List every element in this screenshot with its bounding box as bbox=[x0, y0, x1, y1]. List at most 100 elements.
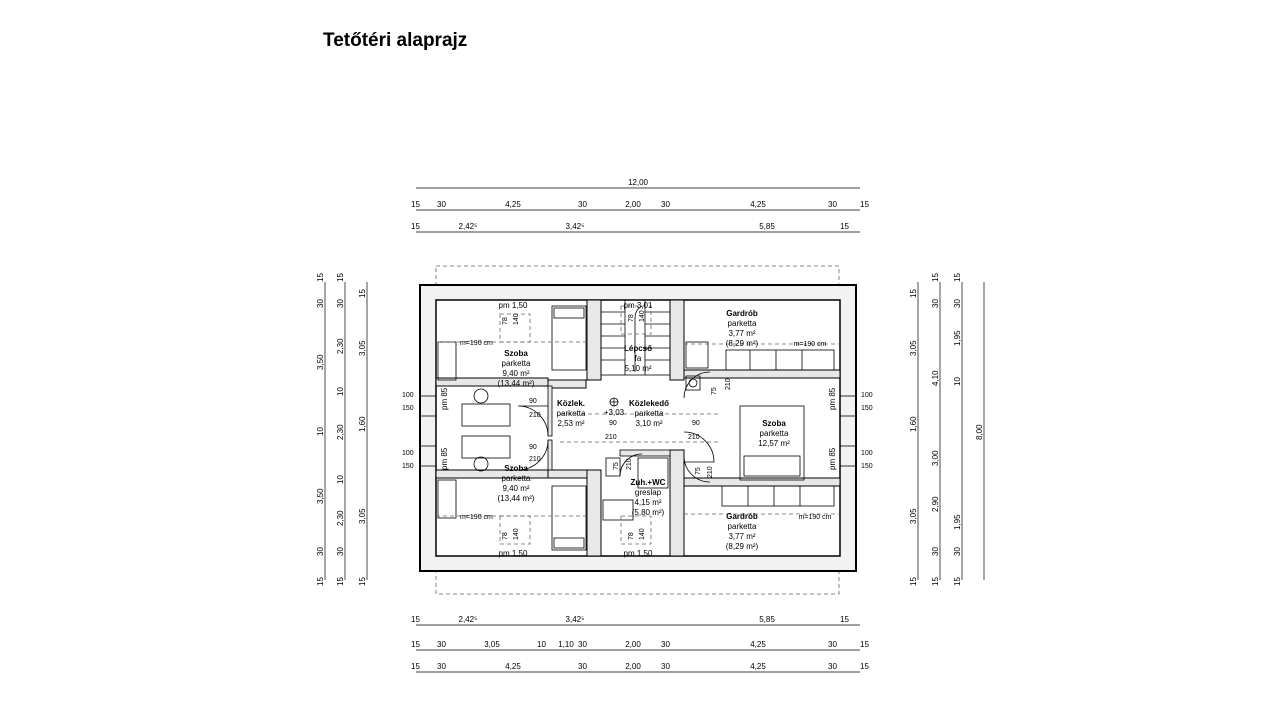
svg-text:parketta: parketta bbox=[760, 429, 789, 438]
svg-text:15: 15 bbox=[909, 289, 918, 298]
svg-text:15: 15 bbox=[953, 273, 962, 282]
interior-walls bbox=[435, 299, 841, 557]
svg-text:parketta: parketta bbox=[728, 522, 757, 531]
svg-text:parketta: parketta bbox=[635, 409, 664, 418]
svg-text:1,10: 1,10 bbox=[558, 640, 574, 649]
svg-text:30: 30 bbox=[828, 662, 837, 671]
svg-text:3,77 m²: 3,77 m² bbox=[728, 329, 755, 338]
svg-text:(8,29 m²): (8,29 m²) bbox=[726, 339, 759, 348]
svg-text:140: 140 bbox=[513, 313, 520, 325]
svg-text:pm 1,50: pm 1,50 bbox=[499, 301, 528, 310]
room-szoba-right: Szoba parketta 12,57 m² pm 85 pm 85 bbox=[758, 387, 837, 470]
svg-text:2,00: 2,00 bbox=[625, 640, 641, 649]
room-zuh-wc: Zuh.+WC greslap 4,15 m² (5,80 m²) pm 1,5… bbox=[624, 478, 666, 558]
room-kozlek: Közlek. parketta 2,53 m² bbox=[557, 399, 586, 428]
svg-text:2,42⁵: 2,42⁵ bbox=[459, 615, 478, 624]
inner-wall-line bbox=[435, 299, 841, 557]
svg-text:Szoba: Szoba bbox=[504, 464, 528, 473]
svg-text:Zuh.+WC: Zuh.+WC bbox=[631, 478, 666, 487]
svg-text:78: 78 bbox=[502, 317, 509, 325]
svg-text:78: 78 bbox=[502, 532, 509, 540]
svg-text:1,95: 1,95 bbox=[953, 330, 962, 346]
svg-text:90: 90 bbox=[609, 420, 617, 427]
svg-text:3,50: 3,50 bbox=[316, 488, 325, 504]
svg-text:3,05: 3,05 bbox=[358, 340, 367, 356]
svg-text:150: 150 bbox=[402, 405, 414, 412]
level-marker-icon bbox=[609, 397, 619, 407]
svg-text:100: 100 bbox=[402, 392, 414, 399]
svg-text:Szoba: Szoba bbox=[504, 349, 528, 358]
dim-right: 15 3,05 1,60 3,05 15 15 30 4,10 3,00 2,9… bbox=[909, 273, 984, 586]
svg-text:2,90: 2,90 bbox=[931, 496, 940, 512]
svg-text:15: 15 bbox=[411, 222, 420, 231]
svg-text:5,10 m²: 5,10 m² bbox=[624, 364, 651, 373]
svg-text:15: 15 bbox=[931, 577, 940, 586]
svg-text:210: 210 bbox=[529, 456, 541, 463]
svg-text:75: 75 bbox=[695, 467, 702, 475]
svg-text:3,05: 3,05 bbox=[484, 640, 500, 649]
svg-text:15: 15 bbox=[336, 577, 345, 586]
svg-text:12,00: 12,00 bbox=[628, 178, 649, 187]
svg-text:3,10 m²: 3,10 m² bbox=[635, 419, 662, 428]
svg-text:4,25: 4,25 bbox=[505, 662, 521, 671]
svg-text:210: 210 bbox=[725, 378, 732, 390]
svg-text:pm 85: pm 85 bbox=[440, 447, 449, 470]
svg-text:3,42⁵: 3,42⁵ bbox=[566, 615, 585, 624]
svg-text:pm 85: pm 85 bbox=[440, 387, 449, 410]
svg-text:+3,03: +3,03 bbox=[604, 408, 625, 417]
svg-text:3,42⁵: 3,42⁵ bbox=[566, 222, 585, 231]
svg-text:parketta: parketta bbox=[728, 319, 757, 328]
svg-text:2,42⁵: 2,42⁵ bbox=[459, 222, 478, 231]
svg-text:30: 30 bbox=[437, 640, 446, 649]
svg-text:30: 30 bbox=[953, 299, 962, 308]
room-szoba-bottom: Szoba parketta 9,40 m² (13,44 m²) m=190 … bbox=[440, 447, 535, 558]
svg-text:30: 30 bbox=[953, 547, 962, 556]
svg-text:9,40 m²: 9,40 m² bbox=[502, 484, 529, 493]
svg-text:3,05: 3,05 bbox=[909, 340, 918, 356]
svg-text:parketta: parketta bbox=[502, 474, 531, 483]
svg-text:4,25: 4,25 bbox=[505, 200, 521, 209]
svg-text:fa: fa bbox=[635, 354, 642, 363]
svg-text:12,57 m²: 12,57 m² bbox=[758, 439, 790, 448]
svg-text:parketta: parketta bbox=[502, 359, 531, 368]
svg-text:30: 30 bbox=[437, 662, 446, 671]
svg-text:15: 15 bbox=[840, 222, 849, 231]
svg-text:78: 78 bbox=[628, 532, 635, 540]
svg-text:4,10: 4,10 bbox=[931, 370, 940, 386]
svg-text:(13,44 m²): (13,44 m²) bbox=[498, 379, 535, 388]
svg-text:210: 210 bbox=[626, 458, 633, 470]
page-title: Tetőtéri alaprajz bbox=[323, 30, 468, 51]
room-szoba-top: pm 1,50 Szoba parketta 9,40 m² (13,44 m²… bbox=[440, 301, 535, 410]
svg-text:30: 30 bbox=[661, 662, 670, 671]
svg-text:15: 15 bbox=[860, 640, 869, 649]
svg-text:15: 15 bbox=[860, 200, 869, 209]
svg-text:100: 100 bbox=[861, 450, 873, 457]
svg-text:3,00: 3,00 bbox=[931, 450, 940, 466]
svg-text:10: 10 bbox=[336, 387, 345, 396]
svg-text:pm 3,01: pm 3,01 bbox=[624, 301, 653, 310]
svg-text:210: 210 bbox=[688, 434, 700, 441]
svg-text:30: 30 bbox=[336, 299, 345, 308]
room-gardrob-bottom: Gardrób parketta 3,77 m² (8,29 m²) m=190… bbox=[726, 512, 832, 551]
svg-text:90: 90 bbox=[692, 420, 700, 427]
svg-text:3,05: 3,05 bbox=[909, 508, 918, 524]
svg-text:5,85: 5,85 bbox=[759, 615, 775, 624]
svg-text:(8,29 m²): (8,29 m²) bbox=[726, 542, 759, 551]
svg-text:210: 210 bbox=[707, 466, 714, 478]
svg-text:10: 10 bbox=[953, 377, 962, 386]
svg-text:m=190 cm: m=190 cm bbox=[799, 514, 832, 521]
svg-text:140: 140 bbox=[639, 528, 646, 540]
svg-text:Szoba: Szoba bbox=[762, 419, 786, 428]
svg-text:10: 10 bbox=[316, 427, 325, 436]
svg-text:15: 15 bbox=[909, 577, 918, 586]
svg-text:15: 15 bbox=[840, 615, 849, 624]
opening-labels: 78 140 78 140 78 140 78 140 90 210 90 21… bbox=[402, 310, 873, 540]
skylights bbox=[436, 305, 840, 545]
svg-text:4,15 m²: 4,15 m² bbox=[634, 498, 661, 507]
svg-text:90: 90 bbox=[529, 444, 537, 451]
svg-text:30: 30 bbox=[316, 299, 325, 308]
svg-text:15: 15 bbox=[411, 640, 420, 649]
svg-text:30: 30 bbox=[578, 200, 587, 209]
dim-left: 15 30 3,50 10 3,50 30 15 15 30 2,30 10 2… bbox=[316, 273, 367, 586]
svg-text:140: 140 bbox=[513, 528, 520, 540]
